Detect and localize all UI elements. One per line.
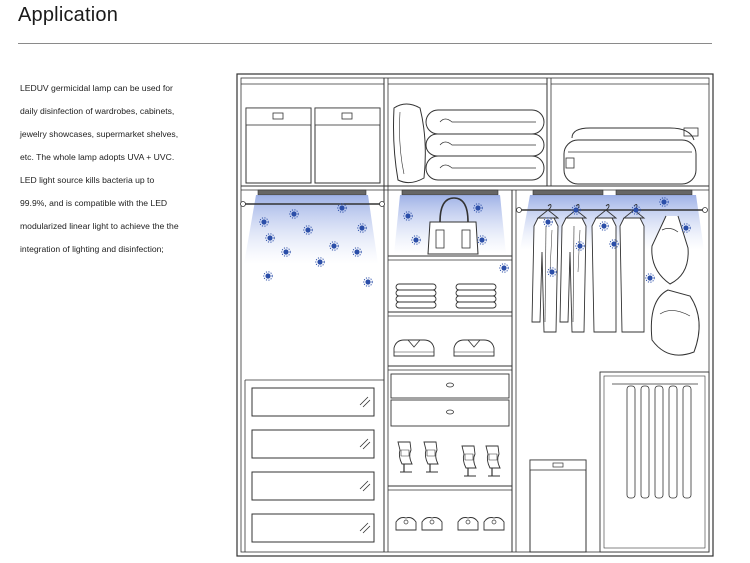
- description-line: LED light source kills bacteria up to: [20, 175, 155, 185]
- description-line: LEDUV germicidal lamp can be used for: [20, 83, 173, 93]
- suitcase-icon: [563, 127, 699, 185]
- laundry-box-icon: [529, 459, 587, 553]
- storage-box-icon: [245, 107, 381, 184]
- description-text: LEDUV germicidal lamp can be used for da…: [20, 77, 200, 261]
- uv-lamp-icon: [257, 189, 693, 196]
- trouser-rack-icon: [612, 383, 698, 499]
- description-line: etc. The whole lamp adopts UVA + UVC.: [20, 152, 175, 162]
- coat-icon: [531, 204, 645, 333]
- description-line: modularized linear light to achieve the …: [20, 221, 179, 231]
- description-line: 99.9%, and is compatible with the LED: [20, 198, 168, 208]
- pillow-icon: [393, 103, 545, 184]
- blanket-icon: [425, 109, 545, 181]
- handbag-icon: [427, 197, 479, 255]
- hanging-bag-icon: [650, 215, 700, 356]
- title-divider: [18, 43, 712, 44]
- description-line: integration of lighting and disinfection…: [20, 244, 164, 254]
- description-line: jewelry showcases, supermarket shelves,: [20, 129, 179, 139]
- description-line: daily disinfection of wardrobes, cabinet…: [20, 106, 175, 116]
- page-title: Application: [18, 4, 119, 26]
